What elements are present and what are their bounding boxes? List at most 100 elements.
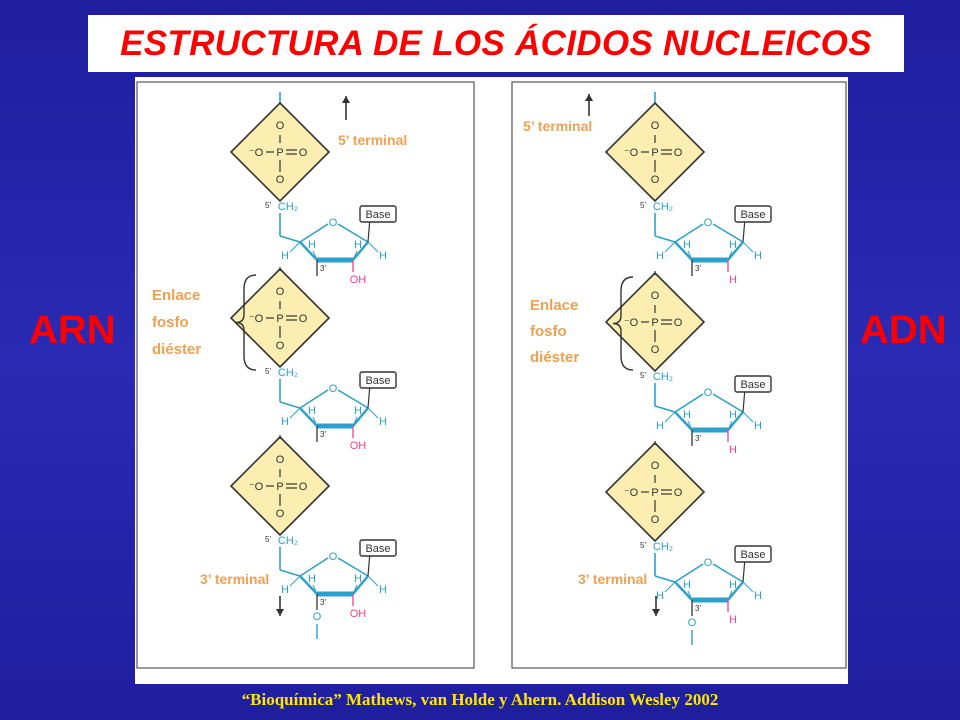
position-5-label: 5′ <box>265 367 271 376</box>
oxygen-minus-atom: ⁻O <box>624 317 639 329</box>
ch2-group: CH₂ <box>278 367 298 379</box>
oxygen-atom: O <box>651 174 660 186</box>
ring-oxygen-atom: O <box>329 551 338 563</box>
oxygen-atom: O <box>651 460 660 472</box>
ring-oxygen-atom: O <box>329 217 338 229</box>
base-box <box>734 205 772 223</box>
base-label: Base <box>365 543 390 555</box>
oxygen-atom: O <box>674 317 683 329</box>
oxygen-atom: O <box>276 454 285 466</box>
phosphorus-atom: P <box>651 487 658 499</box>
hydrogen-atom: H <box>729 579 737 591</box>
rna-bond-label-line1: Enlace <box>152 287 200 304</box>
base-label: Base <box>740 379 765 391</box>
position-5-label: 5′ <box>265 201 271 210</box>
phosphorus-atom: P <box>276 481 283 493</box>
bond-line <box>299 557 329 577</box>
hydrogen-atom: H <box>379 416 387 428</box>
bond-line <box>299 241 318 261</box>
ch2-group: CH₂ <box>653 201 673 213</box>
bond-line <box>654 575 676 583</box>
direction-arrow <box>652 596 660 616</box>
bond-line <box>337 389 369 409</box>
arrow-head <box>276 609 284 616</box>
ring-oxygen-atom: O <box>704 387 713 399</box>
hydrogen-atom: H <box>308 239 316 251</box>
dna-panel-frame <box>511 81 847 669</box>
oxygen-atom: O <box>299 481 308 493</box>
bond-line <box>674 241 693 261</box>
bond-line <box>289 575 301 587</box>
rna-panel-frame <box>136 81 475 669</box>
bond-line <box>742 241 754 253</box>
bond-line <box>712 223 744 243</box>
phosphorus-atom: P <box>276 147 283 159</box>
bond-line <box>279 235 301 243</box>
bond-line <box>654 235 676 243</box>
phosphate-diamond <box>604 271 706 373</box>
bond-line <box>289 241 301 253</box>
citation: “Bioquímica” Mathews, van Holde y Ahern.… <box>241 690 719 709</box>
oxygen-atom: O <box>299 313 308 325</box>
dna-5prime-label: 5’ terminal <box>523 118 592 134</box>
bond-line <box>664 581 676 593</box>
phosphorus-atom: P <box>276 313 283 325</box>
bond-line <box>312 584 318 595</box>
dna-bond-label-line2: fosfo <box>530 323 567 340</box>
rna-label: ARN <box>29 308 116 352</box>
position-3-label: 3′ <box>320 264 326 273</box>
arrow-head <box>585 94 593 101</box>
position-3-label: 3′ <box>320 430 326 439</box>
hydrogen-atom: H <box>683 409 691 421</box>
bond-line <box>742 581 754 593</box>
terminal-oxygen-atom: O <box>688 617 697 629</box>
position-3-label: 3′ <box>695 434 701 443</box>
base-box <box>359 371 397 389</box>
hydrogen-atom: H <box>354 405 362 417</box>
oxygen-minus-atom: ⁻O <box>249 147 264 159</box>
bond-line <box>352 250 358 261</box>
bond-line <box>352 584 358 595</box>
phosphate-diamond <box>229 267 331 369</box>
bond-line <box>674 411 693 431</box>
bond-line <box>337 223 369 243</box>
hydrogen-atom: H <box>656 590 664 602</box>
ring-oxygen-atom: O <box>704 557 713 569</box>
arrow-head <box>342 96 350 103</box>
bond-line <box>712 393 744 413</box>
hydrogen-atom: H <box>754 590 762 602</box>
ch2-group: CH₂ <box>278 201 298 213</box>
hydrogen-atom: H <box>308 405 316 417</box>
hydrogen-atom: H <box>308 573 316 585</box>
oxygen-atom: O <box>651 344 660 356</box>
terminal-oxygen-atom: O <box>313 611 322 623</box>
oxygen-minus-atom: ⁻O <box>624 147 639 159</box>
bond-line <box>337 557 369 577</box>
bond-line <box>712 563 744 583</box>
ch2-group: CH₂ <box>653 371 673 383</box>
bond-line <box>312 250 318 261</box>
carbon2-substituent: OH <box>350 440 367 452</box>
hydrogen-atom: H <box>683 579 691 591</box>
position-5-label: 5′ <box>265 535 271 544</box>
bond-line <box>352 575 369 595</box>
hydrogen-atom: H <box>281 584 289 596</box>
phosphate-diamond <box>604 441 706 543</box>
ring-oxygen-atom: O <box>704 217 713 229</box>
bond-line <box>727 420 733 431</box>
bond-line <box>674 563 704 583</box>
hydrogen-atom: H <box>754 420 762 432</box>
carbon2-substituent: OH <box>350 274 367 286</box>
oxygen-minus-atom: ⁻O <box>249 481 264 493</box>
bond-line <box>352 416 358 427</box>
rna-5prime-label: 5’ terminal <box>338 132 407 148</box>
bond-line <box>299 223 329 243</box>
arrow-head <box>652 609 660 616</box>
